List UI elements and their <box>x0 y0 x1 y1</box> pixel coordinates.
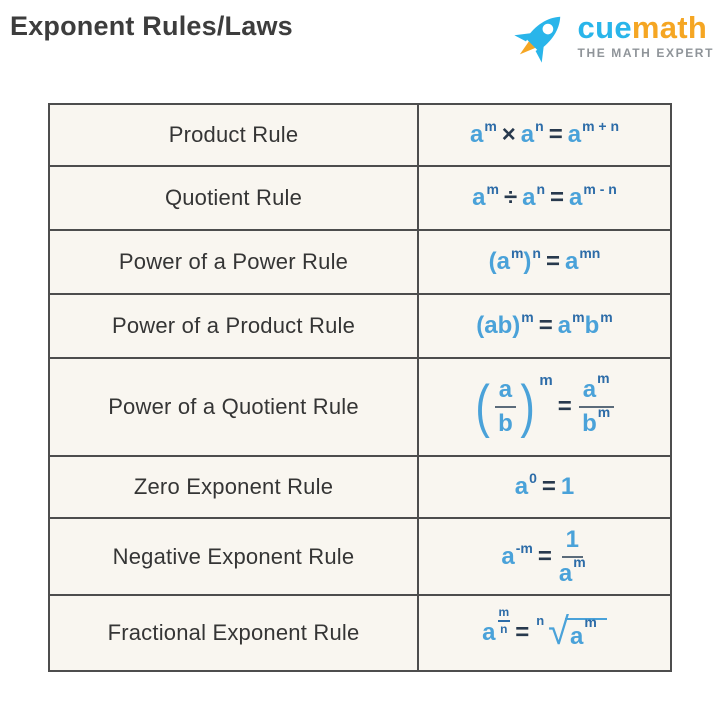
rule-name-cell: Negative Exponent Rule <box>50 519 417 594</box>
rule-name-cell: Product Rule <box>50 105 417 165</box>
rule-name: Fractional Exponent Rule <box>107 620 360 645</box>
rocket-icon <box>513 16 560 63</box>
rule-name-cell: Fractional Exponent Rule <box>50 596 417 670</box>
rule-name-cell: Power of a Product Rule <box>50 295 417 357</box>
rule-name: Product Rule <box>168 122 299 147</box>
logo-cue: cue <box>577 9 632 45</box>
rule-name-cell: Zero Exponent Rule <box>50 457 417 517</box>
rule-name-cell: Power of a Quotient Rule <box>50 359 417 455</box>
rule-name: Quotient Rule <box>164 185 303 210</box>
logo-math: math <box>631 9 708 45</box>
rule-name: Power of a Quotient Rule <box>108 394 359 419</box>
logo-tagline: THE MATH EXPERT <box>577 46 714 61</box>
rule-name: Power of a Power Rule <box>118 249 349 274</box>
rule-name: Negative Exponent Rule <box>112 543 355 569</box>
rule-name-cell: Quotient Rule <box>50 167 417 229</box>
page-title: Exponent Rules/Laws <box>10 11 293 41</box>
logo-text: cuemath THE MATH EXPERT <box>577 9 714 61</box>
rule-name: Power of a Product Rule <box>111 313 356 338</box>
logo-wordmark: cuemath <box>577 9 708 45</box>
rule-name-cell: Power of a Power Rule <box>50 231 417 293</box>
rule-name: Zero Exponent Rule <box>133 474 334 499</box>
cuemath-logo: cuemath THE MATH EXPERT <box>508 4 714 68</box>
